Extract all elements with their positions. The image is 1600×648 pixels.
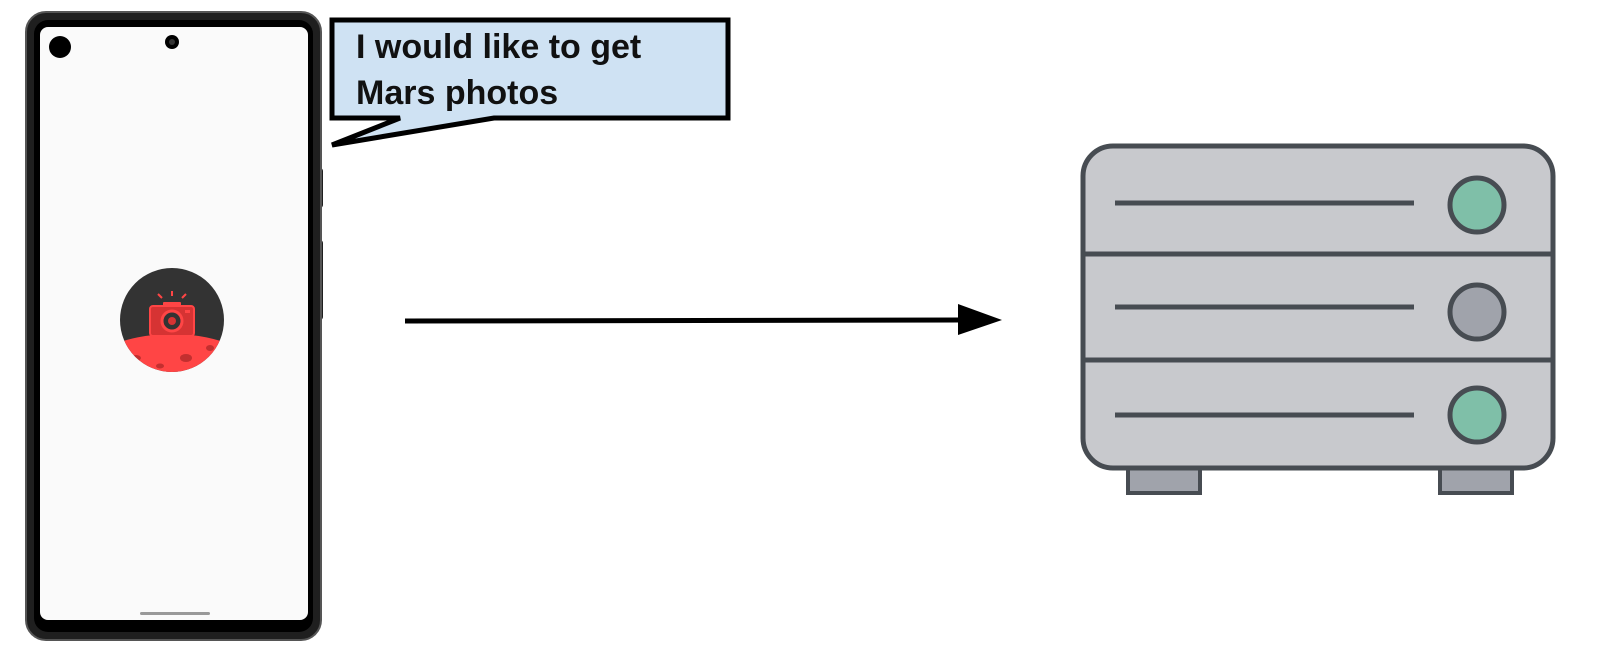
front-camera-lens <box>169 39 175 45</box>
server-light-2 <box>1447 282 1507 342</box>
server-light-1 <box>1447 175 1507 235</box>
status-indicator <box>49 36 71 58</box>
speech-bubble-line-1: I would like to get <box>356 28 642 66</box>
arrow-right-icon <box>404 304 1002 335</box>
speech-bubble <box>329 17 731 148</box>
server-light-3 <box>1447 385 1507 445</box>
speech-bubble-shape <box>329 17 731 148</box>
smartphone-icon <box>25 11 323 641</box>
home-indicator <box>140 612 210 615</box>
camera-icon <box>149 291 195 337</box>
speech-bubble-line-2: Mars photos <box>356 74 559 112</box>
speech-bubble-text: I would like to get Mars photos <box>356 24 736 116</box>
server-icon <box>1080 143 1556 495</box>
